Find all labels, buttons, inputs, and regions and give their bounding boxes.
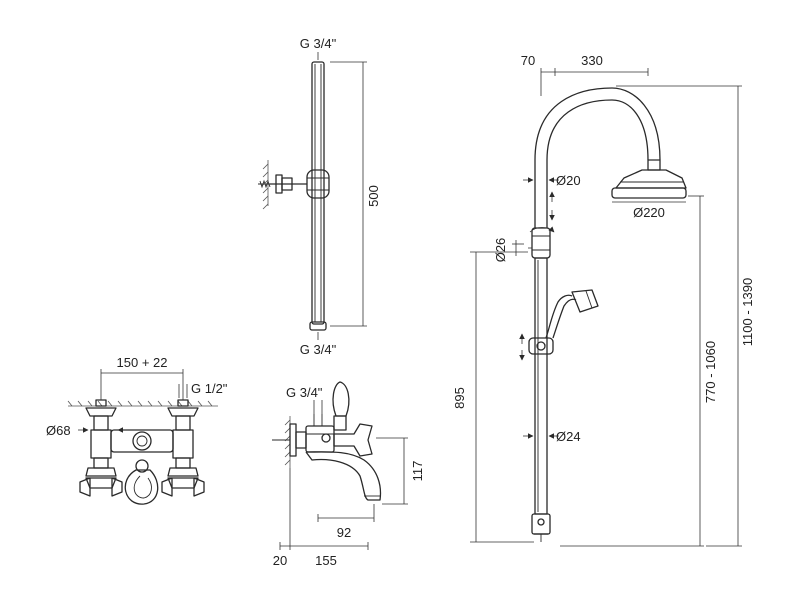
bar-bottom-thread-label: G 3/4" [300, 342, 337, 357]
spout-inlet-thread-label: G 3/4" [286, 385, 323, 400]
arm-offset-label: 70 [521, 53, 535, 68]
mixer-centers-label: 150 + 22 [117, 355, 168, 370]
bath-spout-drawing [272, 381, 382, 501]
shower-column-drawing [528, 87, 687, 542]
wall-hatch [262, 160, 269, 210]
spout-reach-dimension [317, 504, 375, 522]
mixer-inlet-thread-label: G 1/2" [191, 381, 228, 396]
spout-reach-label: 92 [337, 525, 351, 540]
column-height-dimension [470, 251, 534, 543]
bar-length-dimension [330, 61, 367, 327]
bar-top-thread-label: G 3/4" [300, 36, 337, 51]
spout-height-label: 117 [410, 461, 425, 482]
mixer-inlet-dimension [178, 384, 188, 398]
spout-total-dimension [279, 468, 369, 550]
head-height-dimension [560, 195, 704, 547]
spout-total-label: 155 [315, 553, 337, 568]
mixer-centers-dimension [100, 369, 184, 400]
column-height-label: 895 [452, 387, 467, 409]
head-height-range-label: 770 - 1060 [703, 341, 718, 403]
column-dia-label: Ø24 [556, 429, 581, 444]
head-dia-label: Ø220 [633, 205, 665, 220]
arm-reach-label: 330 [581, 53, 603, 68]
total-height-dimension [616, 85, 742, 547]
arm-tube-dia-label: Ø20 [556, 173, 581, 188]
arm-swivel-arrows [529, 191, 555, 233]
arm-horizontal-dimension [540, 68, 649, 96]
mixer-rosette-label: Ø68 [46, 423, 71, 438]
bar-length-label: 500 [366, 185, 381, 207]
spout-inlet-dimension [313, 400, 323, 414]
coupling-dimension [512, 240, 532, 256]
coupling-dia-label: Ø26 [493, 238, 508, 263]
total-height-range-label: 1100 - 1390 [740, 278, 755, 346]
spout-wall-offset-label: 20 [273, 553, 287, 568]
wall-mixer-drawing [67, 399, 218, 505]
slide-bar-drawing [258, 52, 330, 340]
spout-height-dimension [376, 437, 408, 505]
